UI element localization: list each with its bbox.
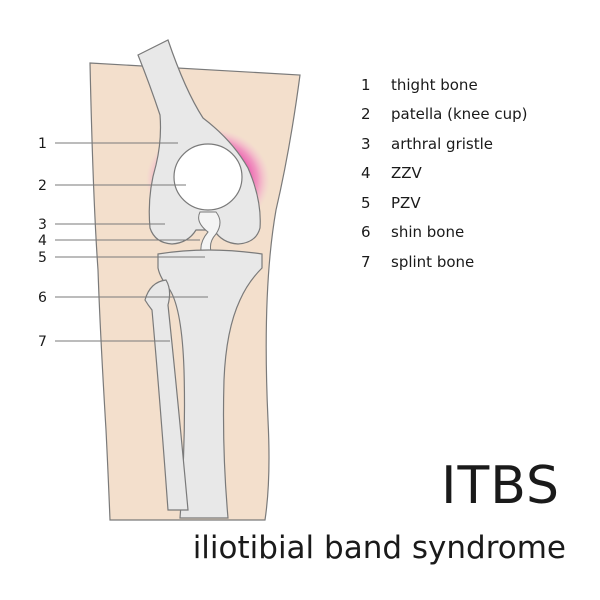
callout-number: 5 [38,250,47,266]
page-title: ITBS [441,456,560,516]
callout-number: 1 [38,136,47,152]
legend-label: thight bone [391,75,478,94]
page-subtitle: iliotibial band syndrome [192,530,566,566]
legend-item: 1 thight bone [361,70,528,100]
patella-shape [173,143,243,211]
legend-number: 3 [361,134,371,153]
legend-number: 2 [361,105,371,124]
legend-label: shin bone [391,223,465,242]
legend-item: 6 shin bone [361,218,528,248]
legend-label: arthral gristle [391,134,493,153]
legend-number: 1 [361,75,371,94]
legend-item: 7 splint bone [361,247,528,277]
legend-number: 7 [361,252,371,271]
callout-number: 4 [38,233,47,249]
legend-list: 1 thight bone 2 patella (knee cup) 3 art… [361,70,528,277]
legend-label: ZZV [391,164,422,183]
fibula-shape [144,279,189,511]
legend-item: 5 PZV [361,188,528,218]
legend-label: patella (knee cup) [391,105,528,124]
legend-number: 4 [361,164,371,183]
leader-lines [55,142,208,342]
legend-number: 6 [361,223,371,242]
callout-number: 6 [38,290,47,306]
callout-number: 2 [38,178,47,194]
legend-number: 5 [361,193,371,212]
legend-label: splint bone [391,252,475,271]
legend-label: PZV [391,193,421,212]
legend-item: 3 arthral gristle [361,129,528,159]
callout-number: 7 [38,334,47,350]
legend-item: 2 patella (knee cup) [361,100,528,130]
tibia-shape [157,249,263,519]
legend-item: 4 ZZV [361,159,528,189]
callout-number: 3 [38,217,47,233]
